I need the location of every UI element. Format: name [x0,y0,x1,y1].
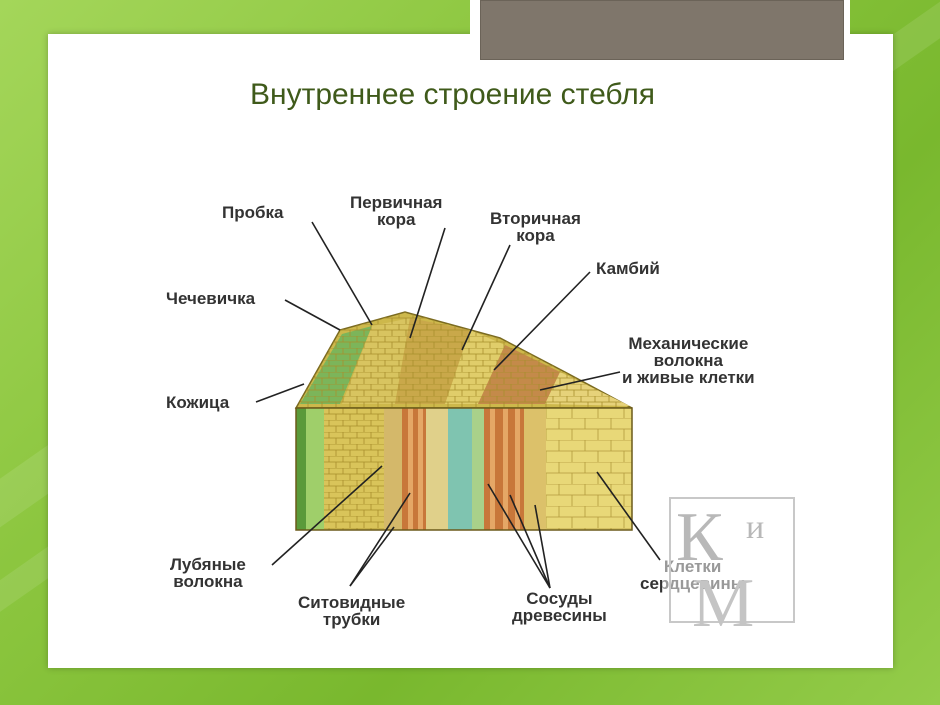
label-lubyanye: Лубяные волокна [170,555,246,591]
label-kozhitsa: Кожица [166,393,230,412]
label-pervichnaya-kora: Первичная кора [350,193,443,229]
slide-title: Внутреннее строение стебля [250,78,655,111]
label-sitovidnye: Ситовидные трубки [298,593,406,629]
label-kambiy: Камбий [596,259,660,278]
label-chechevichka: Чечевичка [166,289,256,308]
label-mekhanicheskie: Механические волокна и живые клетки [622,334,755,387]
svg-text:К: К [676,499,723,576]
svg-text:и: и [746,509,764,546]
svg-text:М: М [692,565,754,630]
label-sosudy: Сосуды древесины [512,589,607,625]
title-bar [480,0,844,60]
label-probka: Пробка [222,203,284,222]
publisher-logo: К и М [662,490,802,630]
label-vtorichnaya-kora: Вторичная кора [490,209,581,245]
